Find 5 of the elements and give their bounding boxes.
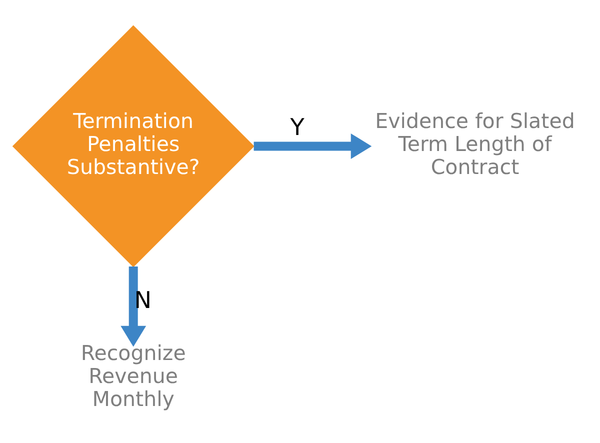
node-text: Recognize Revenue Monthly: [80, 340, 186, 411]
node-diamond: Termination Penalties Substantive?: [12, 24, 254, 267]
edge-label: Y: [290, 114, 304, 141]
node-text: Evidence for Slated Term Length of Contract: [375, 108, 575, 179]
arrow: [254, 132, 372, 158]
